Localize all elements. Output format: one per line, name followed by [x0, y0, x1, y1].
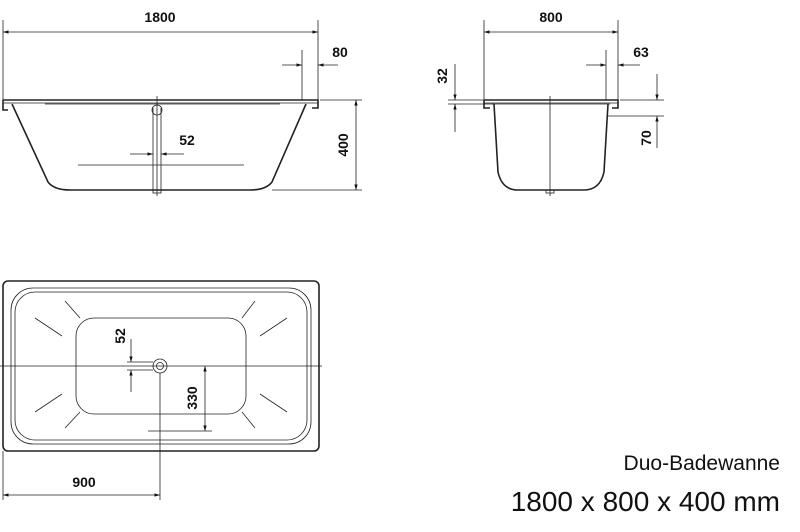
end-view: 800 63 32 70 — [434, 9, 664, 196]
dim-depth: 400 — [335, 133, 351, 157]
plan-view: 52 330 900 — [0, 280, 322, 500]
dim-drain-offset-side: 52 — [179, 132, 195, 148]
product-size: 1800 x 800 x 400 mm — [510, 486, 780, 517]
dim-length: 1800 — [144, 9, 175, 25]
side-view: 1800 80 52 400 — [2, 9, 362, 196]
dim-rim-height: 32 — [434, 68, 450, 84]
dim-rim-width-end: 63 — [633, 44, 649, 60]
dim-drain-to-edge: 330 — [184, 386, 200, 410]
product-name: Duo-Badewanne — [623, 452, 780, 475]
dim-rim-width-side: 80 — [332, 44, 348, 60]
dim-rim-drop: 70 — [638, 130, 654, 146]
dim-half-length: 900 — [72, 474, 96, 490]
dim-width: 800 — [539, 9, 563, 25]
dim-drain-offset-plan: 52 — [112, 328, 128, 344]
